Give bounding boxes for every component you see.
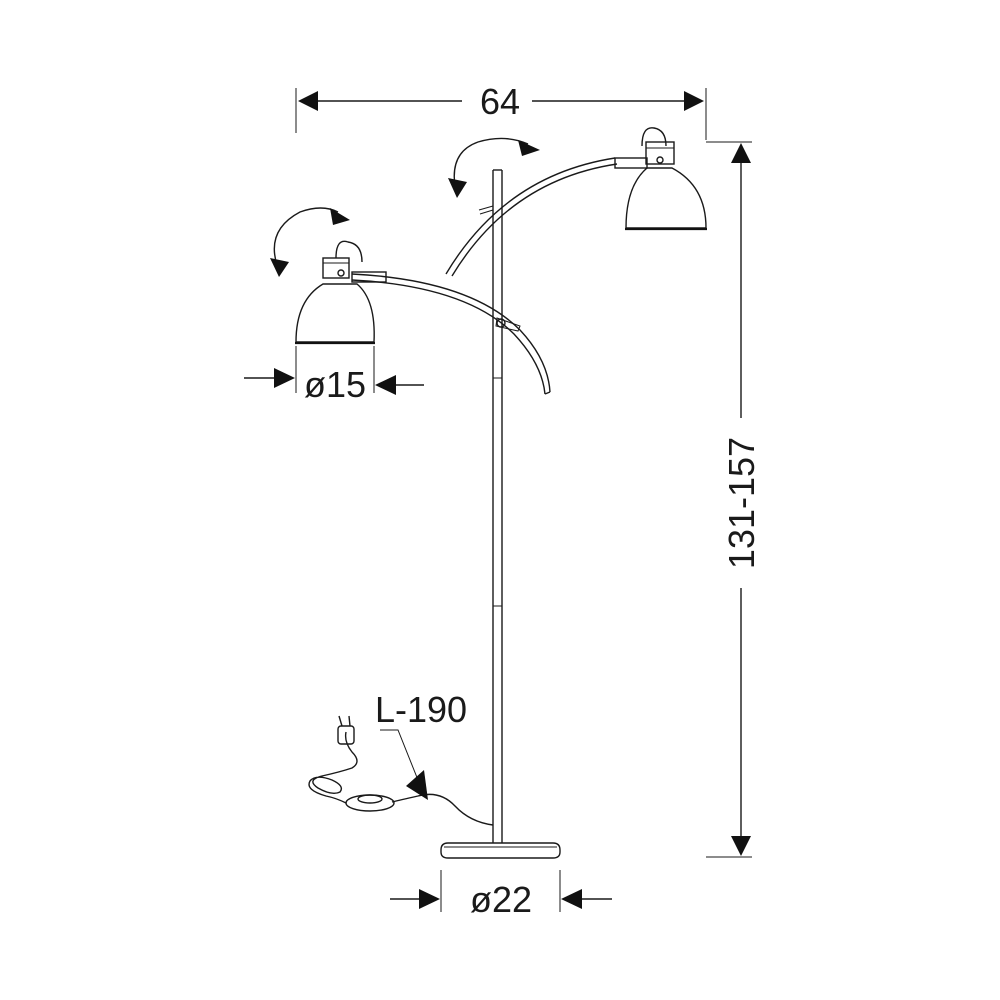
left-shade-body [295, 283, 375, 343]
plug-pin-right [348, 715, 351, 727]
upper-arm-curve-inner [445, 157, 616, 275]
cable-length-label: L-190 [375, 689, 467, 730]
width-arrow-right [684, 91, 704, 111]
lower-arm-curve-inner [351, 279, 546, 395]
rotation-indicator-left [270, 207, 350, 277]
right-shade-knob [656, 156, 664, 164]
base-outline [440, 842, 561, 859]
cable-leader-arrow [406, 770, 428, 800]
foot-switch-button [357, 794, 383, 804]
base-diameter-label: ø22 [470, 879, 532, 920]
lamp-pole [492, 169, 503, 843]
plug-pin-left [338, 715, 343, 727]
width-dimension: 64 [295, 81, 707, 140]
left-shade-cable-loop [335, 240, 363, 263]
base-arrow-left [419, 889, 440, 909]
lamp-base [440, 842, 561, 859]
cable-length-callout: L-190 [375, 689, 467, 800]
shade-arrow-right [375, 375, 396, 395]
right-rotation-arrow-tail [448, 178, 467, 198]
height-arrow-bottom [731, 836, 751, 856]
base-arrow-right [561, 889, 582, 909]
upper-arm-curve-outer [451, 163, 618, 277]
lower-arm-curve-outer [351, 273, 551, 393]
shade-diameter-dimension: ø15 [244, 346, 424, 405]
right-rotation-arc [453, 137, 529, 187]
height-dimension: 131-157 [706, 141, 762, 858]
width-label: 64 [480, 81, 520, 122]
plug-body [337, 725, 355, 745]
left-rotation-arrow-head [330, 208, 350, 225]
lower-arm-socket [351, 271, 387, 283]
lower-arm-clamp [495, 317, 521, 332]
cable-leader-line [380, 729, 423, 791]
upper-arm [445, 157, 618, 277]
right-lamp-shade [614, 127, 707, 231]
right-shade-cable-loop [641, 127, 667, 147]
left-rotation-arc [273, 207, 339, 266]
base-diameter-dimension: ø22 [390, 870, 612, 920]
cable-to-switch [391, 793, 494, 826]
upper-arm-clamp [478, 205, 494, 215]
shade-arrow-left [274, 368, 295, 388]
right-shade-socket [645, 141, 675, 165]
width-arrow-left [298, 91, 318, 111]
shade-diameter-label: ø15 [304, 364, 366, 405]
power-cable [308, 715, 494, 826]
left-lamp-shade [295, 240, 375, 345]
lower-arm [351, 271, 551, 395]
left-shade-socket [322, 257, 350, 279]
right-rotation-arrow-head [518, 140, 540, 156]
cable-coil [308, 731, 358, 804]
left-shade-knob [337, 269, 345, 277]
left-rotation-arrow-tail [270, 258, 289, 277]
right-shade-body [625, 167, 707, 229]
height-arrow-top [731, 143, 751, 163]
lower-arm-end [544, 391, 551, 395]
height-label: 131-157 [721, 437, 762, 569]
right-arm-socket [614, 157, 648, 169]
rotation-indicator-right [448, 137, 540, 198]
